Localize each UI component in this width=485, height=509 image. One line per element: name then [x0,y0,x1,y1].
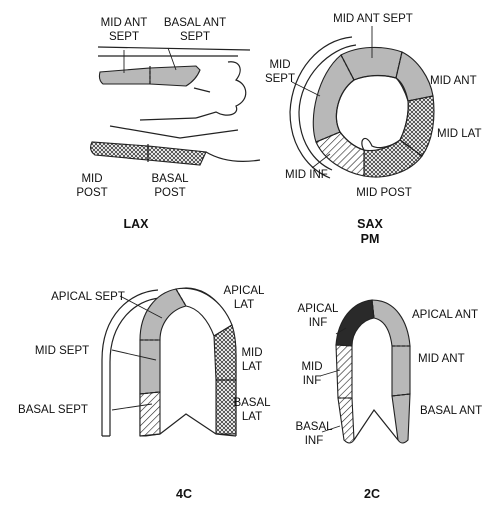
2c-apical-ant-segment [372,300,410,346]
2c-basal-inf-label: BASAL [295,421,333,433]
2c-basal-inf-segment [338,398,354,443]
lax-mid-ant-sept-label-line2: SEPT [109,31,139,43]
lax-basal-post-label-line2: POST [154,187,185,199]
lax-view-title: LAX [124,217,150,231]
lax-mid-ant-sept-segment [99,68,150,84]
lax-basal-ant-sept-label-line2: SEPT [180,31,210,43]
sax-view: MID ANT SEPT MID ANT MID LAT MID POST MI… [265,13,482,246]
4c-basal-lat-label-line2: LAT [242,411,262,423]
4c-mid-sept-segment [140,340,160,394]
sax-mid-inf-label: MID INF [285,169,328,181]
4c-apical-lat-label-line2: LAT [234,299,254,311]
2c-mid-inf-label: MID [301,361,322,373]
lax-basal-ant-sept-label: BASAL ANT [164,17,226,29]
lax-basal-post-segment [148,146,206,165]
4c-basal-sept-segment [140,392,160,436]
4c-basal-lat-label: BASAL [233,397,271,409]
2c-apical-ant-label: APICAL ANT [412,309,478,321]
sax-view-title: SAX [357,217,383,231]
lax-basal-ant-sept-segment [150,66,200,86]
lax-mid-ant-sept-label: MID ANT [101,17,148,29]
4c-basal-sept-label: BASAL SEPT [18,404,88,416]
two-chamber-view: APICAL INF APICAL ANT MID INF MID ANT BA… [295,300,482,501]
lax-mid-post-label: MID [81,173,102,185]
2c-mid-inf-label-line2: INF [303,375,322,387]
2c-mid-ant-segment [392,346,410,396]
4c-apical-lat-label: APICAL [224,285,266,297]
lax-basal-post-label: BASAL [151,173,189,185]
four-chamber-view: APICAL SEPT APICAL LAT MID SEPT MID LAT … [18,285,271,501]
sax-mid-sept-label-line2: SEPT [265,73,295,85]
sax-mid-lat-label: MID LAT [437,128,482,140]
sax-mid-ant-label: MID ANT [430,75,477,87]
sax-mid-ant-sept-label: MID ANT SEPT [333,13,413,25]
4c-mid-lat-label: MID [241,347,262,359]
2c-basal-ant-label: BASAL ANT [420,405,482,417]
2c-mid-ant-label: MID ANT [418,353,465,365]
lax-mid-post-segment [91,142,148,160]
lax-view: MID ANT SEPT BASAL ANT SEPT MID POST BAS… [76,17,260,231]
2c-mid-inf-segment [336,345,352,398]
4c-view-title: 4C [176,487,192,501]
4c-apical-sept-label: APICAL SEPT [51,291,125,303]
4c-mid-sept-label: MID SEPT [35,345,89,357]
lax-mid-post-label-line2: POST [76,187,107,199]
2c-apical-inf-label: APICAL [298,303,340,315]
2c-apical-inf-segment [336,300,374,346]
sax-view-title-line2: PM [361,232,380,246]
sax-mid-sept-segment [313,55,354,142]
2c-apical-inf-label-line2: INF [309,317,328,329]
2c-basal-inf-label-line2: INF [305,435,324,447]
4c-apical-sept-segment [140,289,186,340]
sax-mid-sept-label: MID [269,59,290,71]
4c-mid-lat-label-line2: LAT [242,361,262,373]
sax-mid-post-label: MID POST [356,187,412,199]
sax-mid-ant-segment [396,52,433,101]
2c-view-title: 2C [364,487,380,501]
